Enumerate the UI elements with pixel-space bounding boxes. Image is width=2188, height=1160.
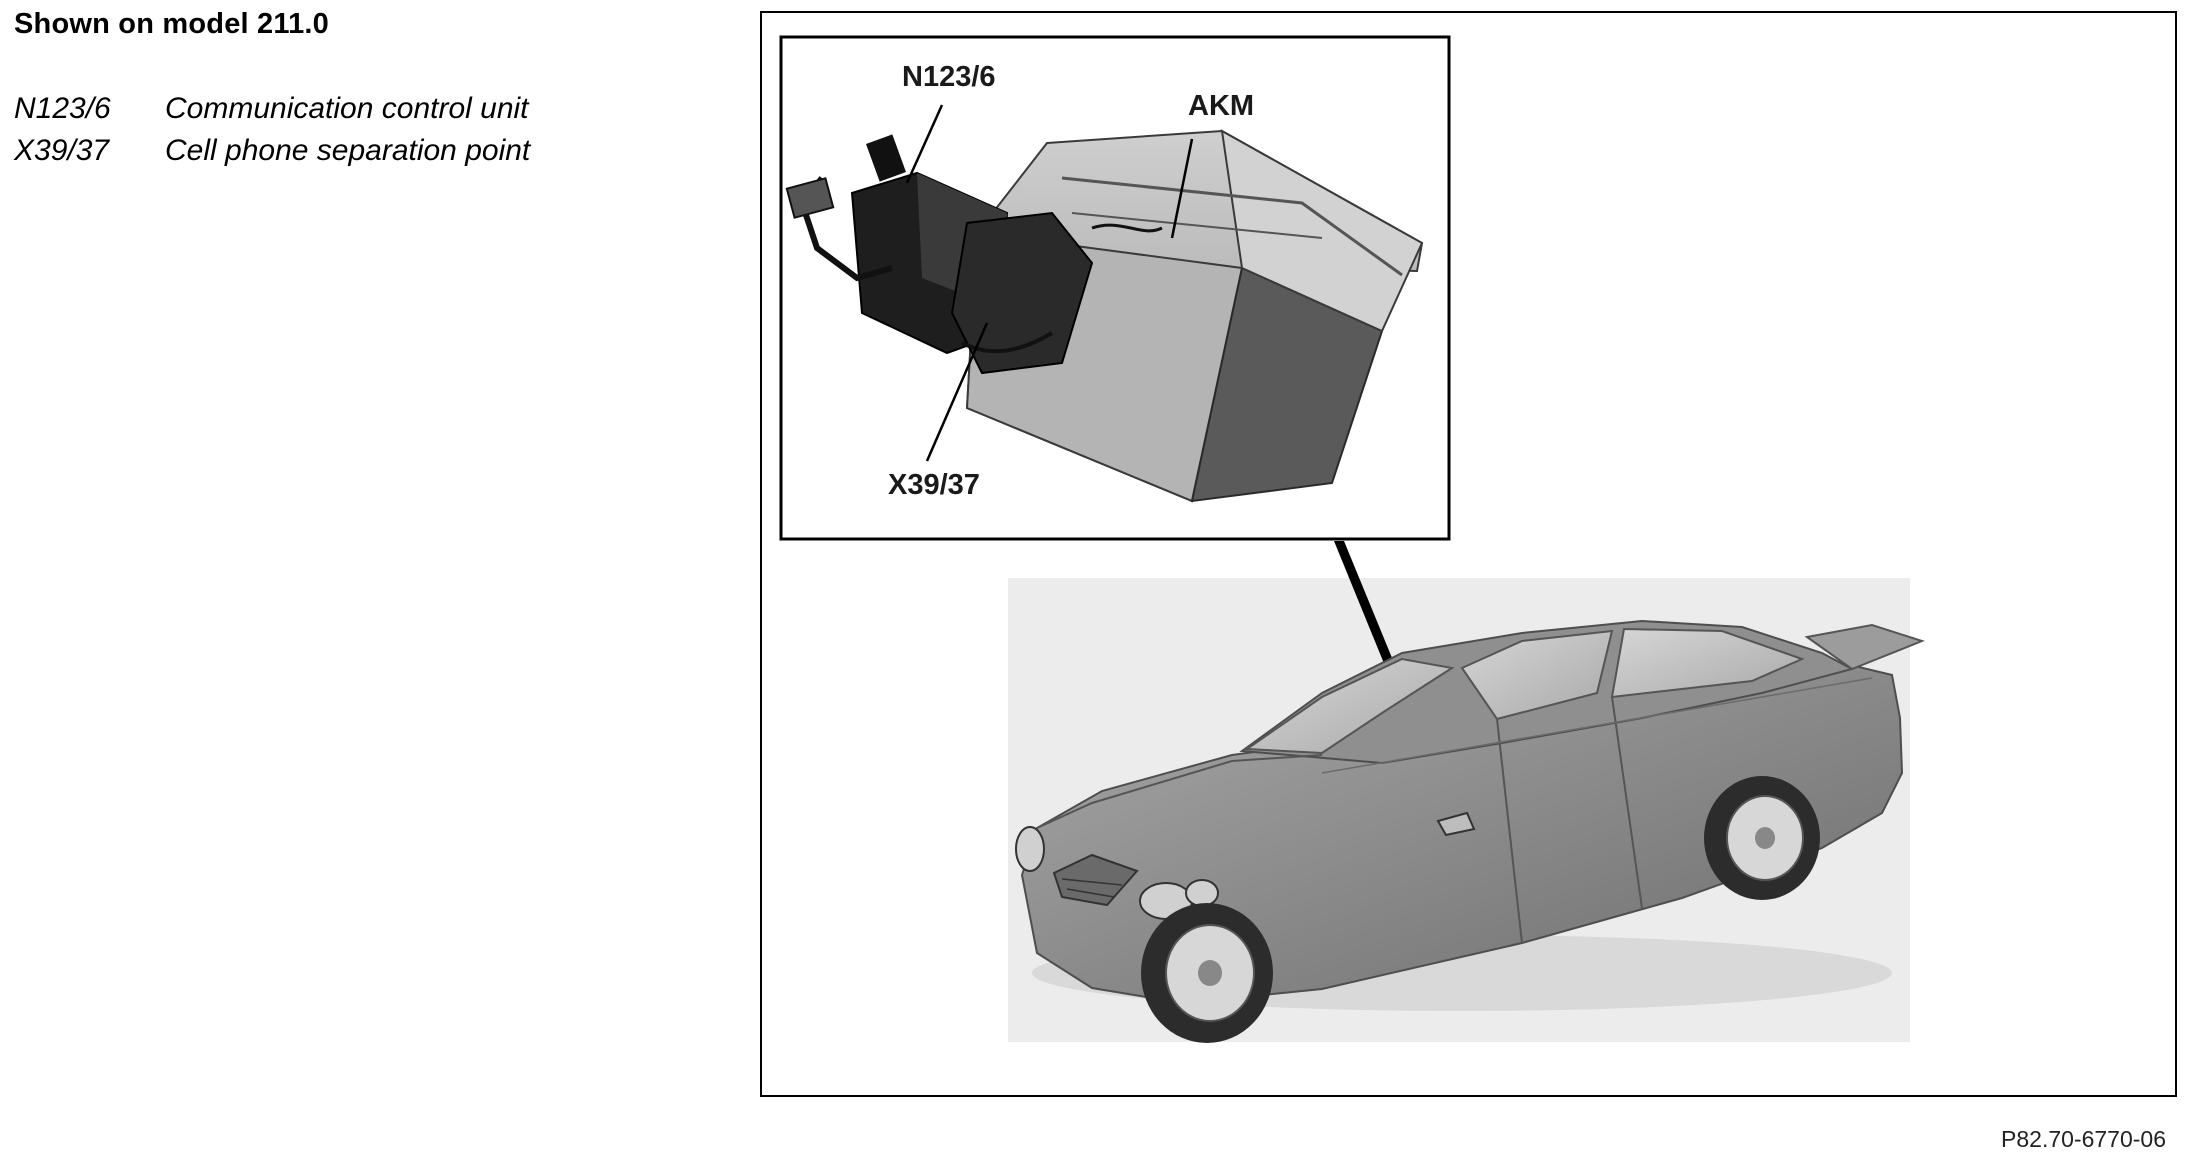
leader-x39 (925, 322, 989, 462)
module-icon (965, 129, 1424, 503)
vehicle-illustration (779, 35, 1925, 1043)
legend-description: Communication control unit (165, 92, 529, 125)
illustration-frame: N123/6 AKM X39/37 (760, 11, 2177, 1097)
leader-n123 (905, 104, 944, 184)
legend-code: N123/6 (14, 92, 111, 125)
control-unit-icon (785, 134, 1163, 375)
car-icon (1015, 619, 1925, 1043)
detail-inset (779, 35, 1451, 541)
legend: N123/6 Communication control unit X39/37… (14, 88, 530, 172)
leader-akm (1170, 138, 1194, 239)
legend-item: X39/37 Cell phone separation point (14, 130, 530, 172)
legend-description: Cell phone separation point (165, 134, 531, 167)
reference-code: P82.70-6770-06 (2001, 1126, 2166, 1152)
callout-akm: AKM (1188, 90, 1255, 122)
page-title: Shown on model 211.0 (14, 8, 330, 40)
callout-x39-37: X39/37 (888, 469, 980, 501)
callout-n123-6: N123/6 (902, 61, 996, 93)
legend-item: N123/6 Communication control unit (14, 88, 530, 130)
legend-code: X39/37 (14, 134, 110, 167)
